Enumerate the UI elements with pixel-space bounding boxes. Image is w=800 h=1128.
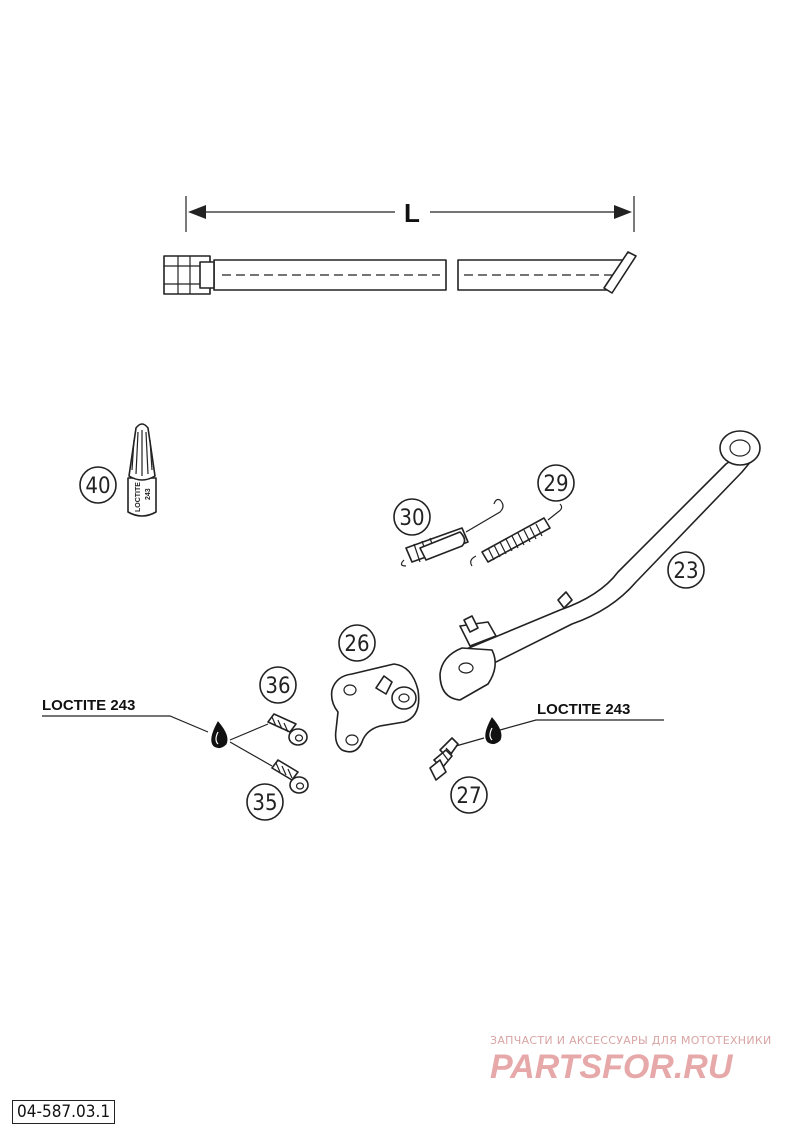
callout-23: 23 [667,551,705,589]
callout-30: 30 [393,498,431,536]
watermark: ЗАПЧАСТИ И АКСЕССУАРЫ ДЛЯ МОТОТЕХНИКИ PA… [490,1034,772,1086]
spring-29-part [470,503,563,567]
callout-27-label: 27 [456,784,481,809]
callout-40: 40 [79,466,117,504]
callout-36: 36 [259,666,297,704]
loctite-left-annotation: LOCTITE 243 [42,697,273,767]
bolt-27-part [429,737,459,781]
callout-35: 35 [246,783,284,821]
tube-print-line2: 243 [145,488,152,500]
loctite-right-annotation: LOCTITE 243 [455,701,664,747]
callout-30-label: 30 [399,506,424,531]
watermark-tagline: ЗАПЧАСТИ И АКСЕССУАРЫ ДЛЯ МОТОТЕХНИКИ [490,1034,772,1047]
loctite-left-label: LOCTITE 243 [42,697,135,714]
callout-36-label: 36 [265,674,290,699]
callout-27: 27 [450,776,488,814]
spring-30-part [400,498,504,567]
dimension-tool: L [163,196,637,295]
watermark-brand: PARTSFOR.RU [490,1048,734,1086]
tube-print-line1: LOCTITE [135,482,142,512]
callout-26-label: 26 [344,632,369,657]
callout-29: 29 [537,464,575,502]
drawing-code-label: 04-587.03.1 [12,1100,116,1124]
screw-35-part [271,759,309,794]
callout-40-label: 40 [85,474,110,499]
loctite-right-label: LOCTITE 243 [537,701,630,718]
bracket-26-part [330,663,420,753]
loctite-tube-part: LOCTITE 243 [127,423,157,517]
callout-35-label: 35 [252,791,277,816]
screw-36-part [267,713,308,746]
callout-26: 26 [338,624,376,662]
callout-29-label: 29 [543,472,568,497]
side-stand-23-part [439,430,761,701]
callout-23-label: 23 [673,559,698,584]
dimension-letter: L [404,198,420,228]
